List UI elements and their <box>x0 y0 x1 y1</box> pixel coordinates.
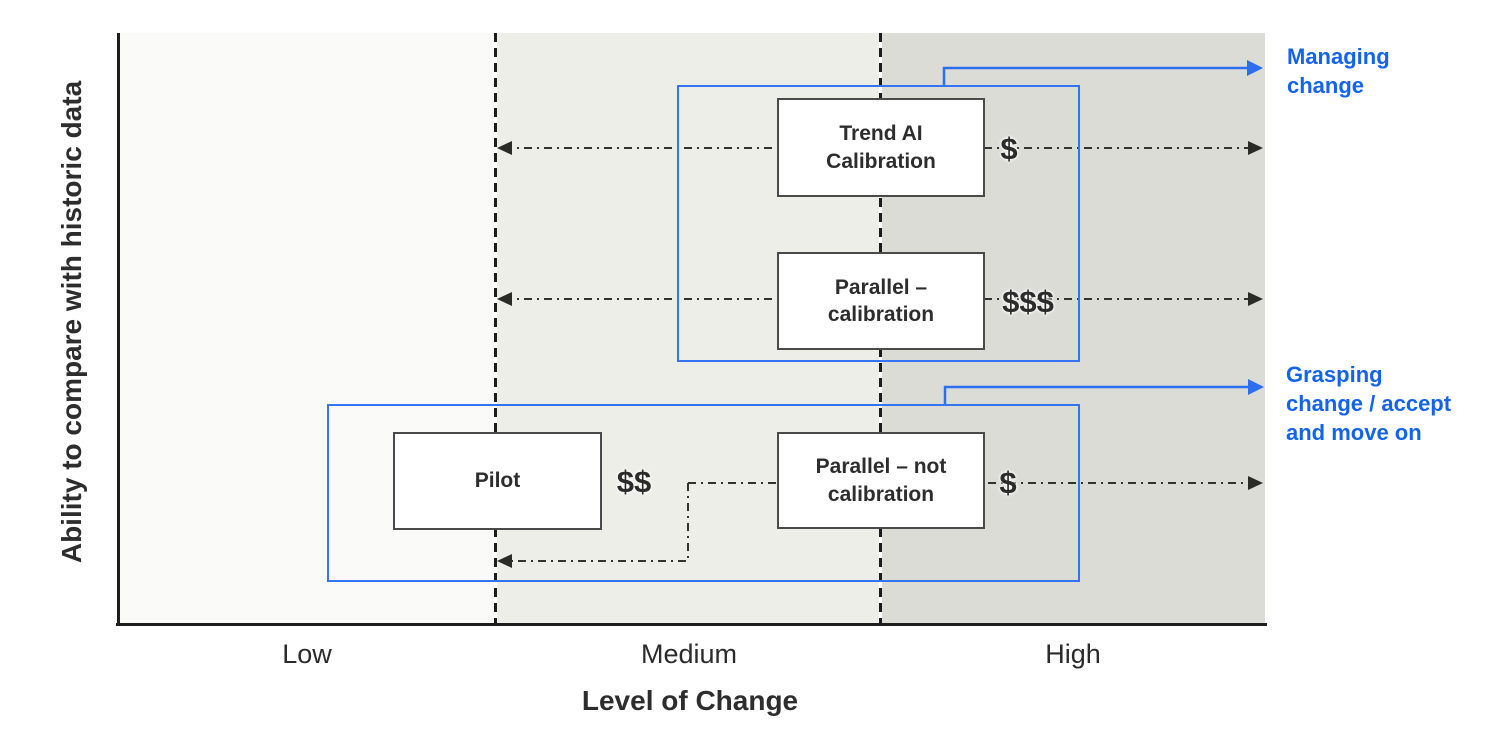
threshold-line-low-medium <box>494 33 497 623</box>
cost-label-trend-ai: $ <box>1000 131 1018 166</box>
box-label-line: Parallel – <box>834 275 928 299</box>
cost-label-pilot: $$ <box>616 464 652 499</box>
x-tick-medium: Medium <box>640 639 738 669</box>
annotation-line: Managing <box>1287 44 1390 69</box>
box-parallel-calibration: Parallel – calibration <box>777 252 985 350</box>
box-label-line: calibration <box>827 482 935 506</box>
annotation-line: Grasping <box>1286 362 1383 387</box>
y-axis-label: Ability to compare with historic data <box>56 80 87 564</box>
box-label-line: calibration <box>827 303 935 326</box>
box-label-line: Trend AI <box>839 122 923 146</box>
annotation-line: change <box>1287 73 1365 98</box>
managing-change-group-box <box>677 85 1080 362</box>
box-label-line: Parallel – not <box>815 455 947 479</box>
y-axis-line <box>117 33 120 626</box>
grasping-change-label: Grasping change / accept and move on <box>1286 360 1451 447</box>
annotation-line: and move on <box>1286 420 1422 445</box>
annotation-line: change / accept <box>1286 391 1452 416</box>
box-pilot: Pilot <box>393 432 602 530</box>
x-tick-low: Low <box>282 639 332 669</box>
cost-label-parallel-not-calibration: $ <box>999 465 1017 500</box>
grasping-change-group-box <box>327 404 1080 582</box>
x-tick-high: High <box>1045 639 1101 669</box>
x-axis-line <box>116 623 1267 626</box>
managing-change-label: Managing change <box>1287 42 1390 100</box>
x-axis-label: Level of Change <box>581 685 799 716</box>
box-label-line: Calibration <box>826 149 936 173</box>
box-parallel-not-calibration: Parallel – not calibration <box>777 432 985 529</box>
box-label-line: Pilot <box>474 469 521 493</box>
cost-label-parallel-calibration: $$$ <box>1002 284 1054 319</box>
box-trend-ai-calibration: Trend AI Calibration <box>777 98 985 197</box>
